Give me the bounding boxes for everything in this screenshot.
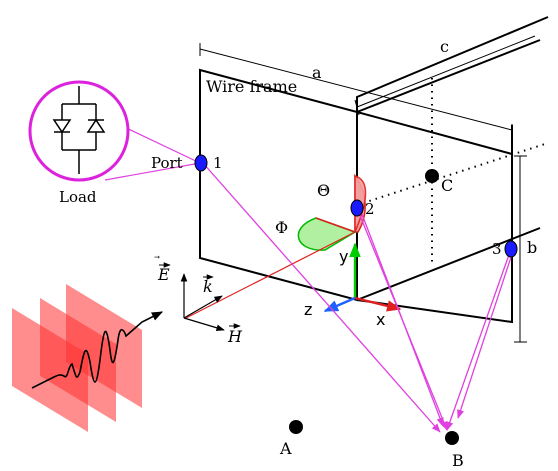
port-3-label: 3 [492,240,502,258]
dimension-c [354,35,536,116]
port-3-marker [504,240,518,258]
k-vector-label: k [203,277,213,296]
phi-wedge [297,217,357,251]
ports [194,154,518,258]
port-2-label: 2 [365,200,375,218]
point-a-marker [289,420,303,434]
dimension-c-label: c [440,37,449,56]
local-axes [323,242,402,313]
point-c-marker [425,169,439,183]
port-word-label: Port [151,154,183,172]
incident-wave-icon [12,284,164,432]
incidence-direction-line [185,231,356,319]
e-vector-arrow: ⃗ [154,255,160,259]
h-vector [183,317,225,332]
point-b-label: B [452,451,464,470]
load-magnifier [28,80,201,182]
axis-y-label: y [339,247,348,266]
phi-label: Φ [275,218,288,237]
dimension-a-label: a [312,63,322,82]
e-vector-label: E [157,265,170,284]
h-vector-label: H [227,327,243,346]
port-1-marker [194,154,208,172]
point-c-label: C [441,176,453,195]
center-dotted-lines [356,78,549,262]
perpendicular-plane [356,39,541,301]
field-vector-triad [180,273,225,332]
phi-wedge-red-edge [315,217,356,233]
diode-pair-icon [52,86,106,174]
point-a-label: A [279,439,292,458]
port-to-observation-paths [202,162,514,433]
vector-overbars [159,262,241,329]
port-1-label: 1 [213,154,223,172]
dimension-a [199,43,513,137]
theta-label: Θ [317,181,330,200]
wire-frame-label: Wire frame [206,77,297,96]
axis-x-label: x [376,310,385,329]
x-axis [354,296,402,312]
point-b-marker [445,431,459,445]
load-label: Load [59,188,97,206]
wave-packet-curve [31,311,164,389]
port-2-marker [350,199,364,217]
z-axis [323,296,356,313]
dimension-b [514,155,527,343]
front-plane [199,68,358,302]
k-vector [183,295,223,319]
top-plane [356,16,549,154]
dimension-b-label: b [527,238,537,257]
axis-z-label: z [304,300,312,319]
